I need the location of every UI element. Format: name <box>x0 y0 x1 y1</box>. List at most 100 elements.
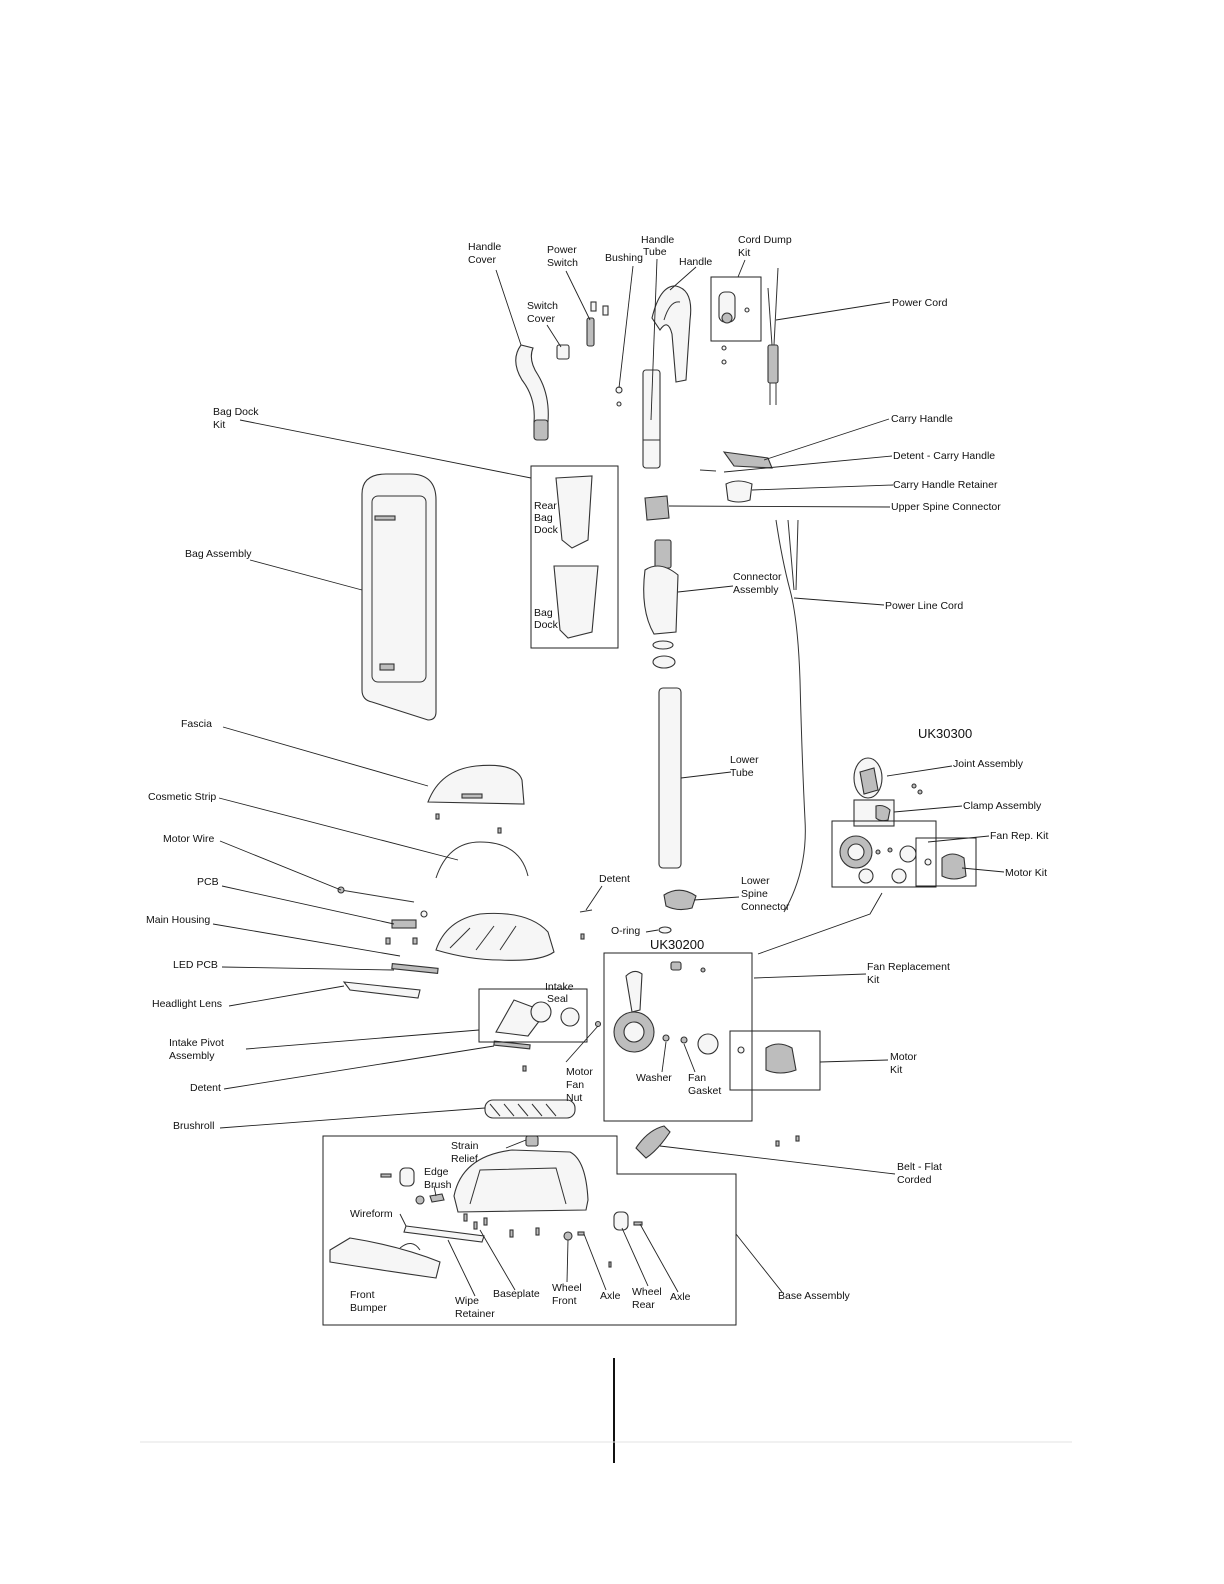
carry-handle-part <box>722 451 773 469</box>
fascia-part <box>427 764 525 805</box>
label-wireform: Wireform <box>350 1208 393 1220</box>
label-base-assembly: Base Assembly <box>778 1290 851 1302</box>
handle-part <box>651 285 692 383</box>
uk30300-motor-box <box>915 837 977 887</box>
label-motor-wire: Motor Wire <box>163 833 214 845</box>
switch-cover-part <box>556 344 570 360</box>
label-brushroll: Brushroll <box>173 1120 214 1132</box>
uk30300-parts <box>839 757 967 884</box>
motor-wire-part <box>340 889 415 903</box>
detent-upper-part <box>579 909 593 913</box>
label-clamp-assembly: Clamp Assembly <box>963 800 1042 812</box>
power-line-cord-part <box>775 519 806 913</box>
label-fascia: Fascia <box>181 718 212 730</box>
intake-seal-part <box>530 1001 552 1023</box>
label-o-ring: O-ring <box>611 925 640 937</box>
label-joint-assembly: Joint Assembly <box>953 758 1024 770</box>
label-main-housing: Main Housing <box>146 914 210 926</box>
label-motor-kit-small: Motor Kit <box>1005 867 1047 879</box>
intake-pivot-box <box>478 988 588 1043</box>
belt-part <box>635 1125 671 1159</box>
bag-dock-kit-box <box>530 465 619 649</box>
o-ring-part <box>658 926 672 934</box>
label-power-line-cord: Power Line Cord <box>885 600 963 612</box>
cord-dump-kit-box <box>710 276 762 342</box>
group-title-uk30200: UK30200 <box>650 937 704 952</box>
main-housing-part <box>435 912 555 961</box>
wireform-part <box>399 1243 421 1251</box>
label-bushing: Bushing <box>605 252 643 264</box>
bag-dock-part <box>553 565 599 639</box>
front-bumper-part <box>329 1237 441 1279</box>
fan-replacement-kit-parts <box>613 961 797 1074</box>
label-bag-assembly: Bag Assembly <box>185 548 252 560</box>
label-carry-handle-retainer: Carry Handle Retainer <box>893 479 998 491</box>
base-assembly-box <box>322 1135 737 1326</box>
fan-gasket-part <box>680 1036 688 1044</box>
led-pcb-part <box>391 963 439 974</box>
power-cord-part <box>767 267 779 405</box>
label-axle-1: Axle <box>600 1290 621 1302</box>
wheel-front-part <box>563 1231 573 1241</box>
handle-tube-part <box>642 369 661 469</box>
label-detent-lower: Detent <box>190 1082 221 1094</box>
label-power-cord: Power Cord <box>892 297 948 309</box>
handle-cover-part <box>515 344 549 423</box>
base-assembly-parts <box>329 1135 643 1279</box>
bag-assembly-part <box>361 473 437 721</box>
uk30200-box <box>603 952 753 1122</box>
edge-brush-part <box>429 1193 445 1203</box>
wheel-rear-part <box>613 1211 629 1231</box>
lower-spine-connector-part <box>663 889 697 911</box>
lower-tube-part <box>658 687 682 869</box>
cosmetic-strip-part <box>435 841 529 879</box>
label-baseplate: Baseplate <box>493 1288 540 1300</box>
pcb-part <box>391 919 417 929</box>
group-boxes <box>322 276 977 1326</box>
uk30200-motor-box <box>729 1030 821 1091</box>
label-upper-spine-connector: Upper Spine Connector <box>891 501 1001 513</box>
parts-drawings <box>329 267 967 1279</box>
brushroll-part <box>484 1099 576 1119</box>
headlight-lens-part <box>342 981 421 999</box>
label-axle-2: Axle <box>670 1291 691 1303</box>
uk30300-box <box>831 820 937 888</box>
leader-lines <box>212 258 1005 1297</box>
label-pcb: PCB <box>197 876 219 888</box>
label-detent-upper: Detent <box>599 873 630 885</box>
power-switch-part <box>586 301 609 347</box>
washer-part <box>662 1034 670 1042</box>
label-fan-rep-kit: Fan Rep. Kit <box>990 830 1048 842</box>
label-carry-handle: Carry Handle <box>891 413 953 425</box>
wipe-retainer-part <box>403 1225 485 1243</box>
connector-assembly-part <box>643 539 679 669</box>
motor-fan-nut-part <box>594 1020 602 1028</box>
rear-bag-dock-part <box>555 475 593 549</box>
label-headlight-lens: Headlight Lens <box>152 998 222 1010</box>
label-led-pcb: LED PCB <box>173 959 218 971</box>
label-washer: Washer <box>636 1072 672 1084</box>
